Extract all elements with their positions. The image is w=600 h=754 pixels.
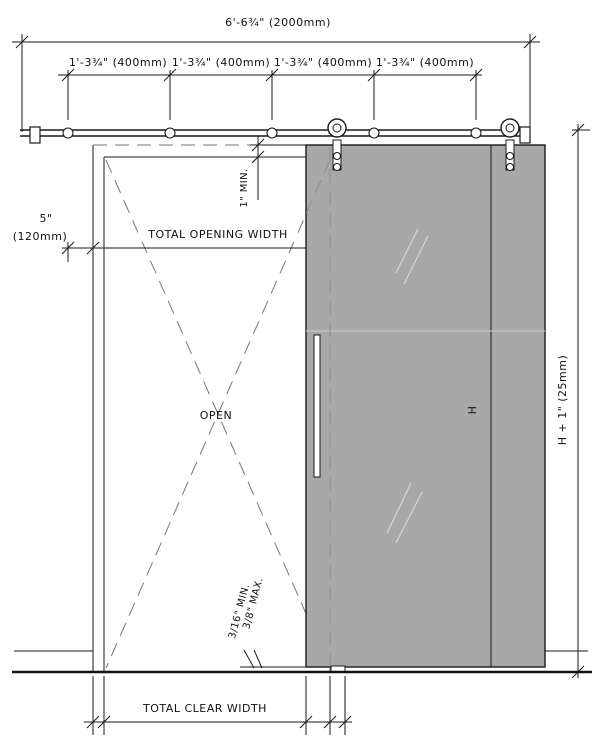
- min-clearance-label: 1" MIN.: [239, 168, 250, 207]
- spacing-label-2: 1'-3¾" (400mm): [172, 56, 270, 69]
- floor-gap-dimension: 3/16" MIN. 3/8" MAX.: [227, 576, 306, 669]
- spacing-label-3: 1'-3¾" (400mm): [274, 56, 372, 69]
- wall-standoff-1: [62, 127, 74, 139]
- overall-rail-label: 6'-6¾" (2000mm): [225, 16, 331, 29]
- spacing-label-1: 1'-3¾" (400mm): [69, 56, 167, 69]
- wall-standoff-5: [470, 127, 482, 139]
- side-offset-dimension: 5" (120mm): [13, 212, 104, 262]
- sliding-rail: [20, 126, 531, 144]
- open-label: OPEN: [200, 409, 232, 422]
- overall-rail-dimension: 6'-6¾" (2000mm): [12, 16, 540, 132]
- door-height-label: H: [466, 406, 479, 415]
- offset-inch-label: 5": [39, 212, 52, 225]
- total-clear-width-dimension: TOTAL CLEAR WIDTH: [84, 676, 352, 735]
- wall-standoff-2: [164, 127, 176, 139]
- wall-standoff-4: [368, 127, 380, 139]
- rail-end-stop-left: [29, 126, 41, 144]
- rail-end-stop-right: [519, 126, 531, 144]
- overall-height-dimension: H + 1" (25mm): [556, 123, 590, 679]
- door-pull-handle: [313, 334, 321, 478]
- min-clearance-dimension: 1" MIN.: [239, 136, 306, 208]
- spacing-label-4: 1'-3¾" (400mm): [376, 56, 474, 69]
- glass-door-panel: H: [305, 144, 546, 673]
- hanger-spacing-dimensions: 1'-3¾" (400mm) 1'-3¾" (400mm) 1'-3¾" (40…: [58, 56, 483, 120]
- wall-standoff-3: [266, 127, 278, 139]
- total-opening-width-label: TOTAL OPENING WIDTH: [147, 228, 287, 241]
- offset-mm-label: (120mm): [13, 230, 68, 243]
- door-hanger-left: [327, 118, 347, 171]
- door-hanger-right: [500, 118, 520, 171]
- total-clear-width-label: TOTAL CLEAR WIDTH: [142, 702, 267, 715]
- total-opening-width-dimension: TOTAL OPENING WIDTH: [98, 224, 342, 256]
- overall-height-label: H + 1" (25mm): [556, 355, 569, 446]
